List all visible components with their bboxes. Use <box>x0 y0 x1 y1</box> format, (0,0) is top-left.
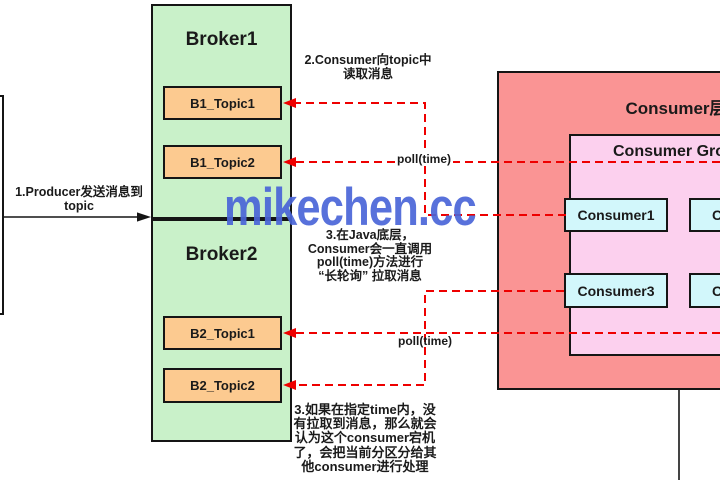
topic-box-b1-topic1: B1_Topic1 <box>163 86 282 120</box>
consumer4-box: Co <box>689 273 720 308</box>
poll-time-label-top: poll(time) <box>395 152 453 166</box>
note-step3b: 3.如果在指定time内，没 有拉取到消息，那么就会 认为这个consumer宕… <box>283 402 447 474</box>
topic-box-b2-topic2: B2_Topic2 <box>163 368 282 403</box>
broker1-title: Broker1 <box>185 29 258 50</box>
consumer-layer-title: Consumer层 <box>625 99 720 118</box>
topic-box-b2-topic1: B2_Topic1 <box>163 316 282 350</box>
poll-time-label-bottom: poll(time) <box>398 334 452 348</box>
note-step2: 2.Consumer向topic中 读取消息 <box>298 53 438 81</box>
note-step3a-line1: 3.在Java底层， <box>325 228 415 242</box>
note-step3b-line1: 3.如果在指定time内，没 <box>294 402 436 417</box>
note-step3a-line3: poll(time)方法进行 <box>316 255 424 269</box>
note-step2-line1: 2.Consumer向topic中 <box>304 53 432 67</box>
producer-box <box>0 95 4 315</box>
watermark-text: mikechen.cc <box>224 178 477 237</box>
note-step1-line1: 1.Producer发送消息到 <box>15 185 143 199</box>
note-step3b-line2: 有拉取到消息，那么就会 <box>293 416 437 432</box>
consumer1-box: Consumer1 <box>564 198 668 232</box>
note-step3b-line5: 他consumer进行处理 <box>301 458 429 474</box>
producer-arrow <box>4 212 151 222</box>
consumer-group-title: Consumer Gro <box>613 143 720 160</box>
note-step2-line2: 读取消息 <box>342 67 393 81</box>
note-step1: 1.Producer发送消息到 topic <box>8 185 150 213</box>
topic-box-b1-topic2: B1_Topic2 <box>163 145 282 179</box>
consumer2-box: Co <box>689 198 720 232</box>
note-step1-line2: topic <box>64 198 94 213</box>
note-step3a-line2: Consumer会一直调用 <box>307 241 433 256</box>
note-step3b-line4: 了，会把当前分区分给其 <box>293 444 437 460</box>
consumer3-box: Consumer3 <box>564 273 668 308</box>
note-step3b-line3: 认为这个consumer宕机 <box>294 430 436 446</box>
note-step3a-line4: “长轮询” 拉取消息 <box>318 268 422 283</box>
consumer-group-box <box>569 134 720 356</box>
broker2-title: Broker2 <box>185 244 258 265</box>
note-step3a: 3.在Java底层， Consumer会一直调用 poll(time)方法进行 … <box>294 228 446 283</box>
